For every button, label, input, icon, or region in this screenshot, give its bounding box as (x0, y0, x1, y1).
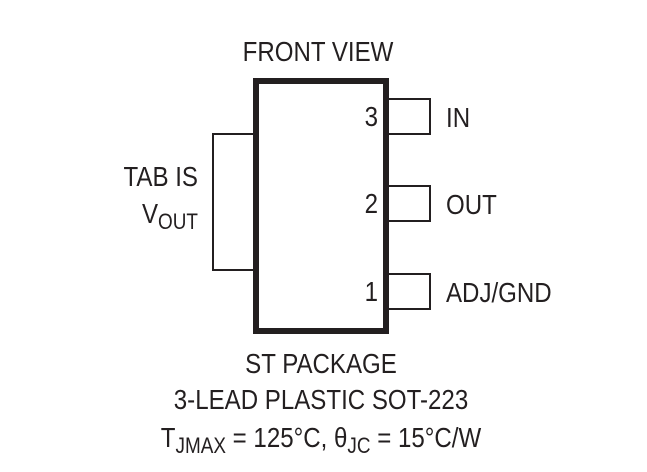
pin-1-lead (386, 273, 431, 310)
tab-outline (212, 133, 256, 271)
theta-symbol: θ (334, 422, 348, 453)
tab-vout-sub: OUT (158, 209, 198, 234)
tjmax-sub: JMAX (175, 433, 226, 458)
tjmax-symbol: T (160, 422, 176, 453)
pin-name-in: IN (446, 102, 471, 133)
package-description: 3-LEAD PLASTIC SOT-223 (173, 384, 469, 415)
package-name: ST PACKAGE (245, 348, 397, 379)
package-body (253, 78, 389, 334)
pin-name-adj-gnd: ADJ/GND (446, 277, 552, 308)
tjmax-value: = 125°C, (225, 422, 335, 453)
diagram-title: FRONT VIEW (242, 36, 394, 67)
pin-2-lead (386, 185, 431, 222)
tab-label-line2: VOUT (141, 198, 198, 233)
theta-sub: JC (347, 433, 371, 458)
pin-number-3: 3 (364, 101, 378, 132)
pin-number-2: 2 (364, 188, 378, 219)
pin-name-out: OUT (446, 189, 497, 220)
theta-value: = 15°C/W (370, 422, 482, 453)
thermal-spec: TJMAX = 125°C, θJC = 15°C/W (160, 422, 482, 457)
pin-3-lead (386, 98, 431, 135)
tab-label-line1: TAB IS (123, 161, 198, 192)
tab-vout-main: V (141, 198, 159, 229)
pin-number-1: 1 (364, 276, 378, 307)
